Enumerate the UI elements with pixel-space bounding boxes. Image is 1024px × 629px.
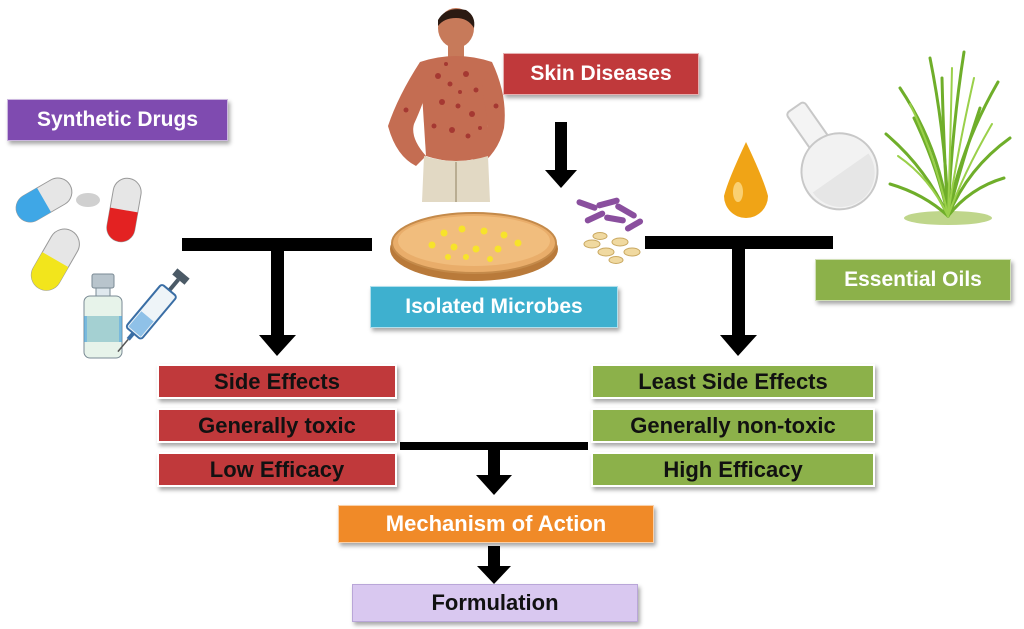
isolated-microbes-label: Isolated Microbes [370, 286, 618, 328]
syringe-icon [117, 268, 190, 353]
oil-effect-efficacy: High Efficacy [591, 452, 875, 487]
capsule-pills-icon [15, 177, 142, 291]
merge-arrowhead [476, 475, 512, 495]
right-t-bar [645, 236, 833, 249]
bacteria-icon [576, 197, 644, 264]
skin-diseases-label: Skin Diseases [503, 53, 699, 95]
right-arrow-shaft [732, 248, 745, 338]
merge-arrow-shaft [488, 449, 500, 477]
formulation-arrowhead [477, 566, 511, 584]
synthetic-effect-efficacy: Low Efficacy [157, 452, 397, 487]
synthetic-drugs-label: Synthetic Drugs [7, 99, 228, 141]
petri-dish-icon [390, 212, 558, 281]
person-with-skin-rash-icon [388, 8, 505, 202]
skin-to-microbes-arrowhead [545, 170, 577, 188]
formulation-arrow-shaft [488, 546, 500, 568]
oil-effect-toxicity: Generally non-toxic [591, 408, 875, 443]
oil-effect-side-effects: Least Side Effects [591, 364, 875, 399]
grass-plant-icon [884, 50, 1012, 225]
vial-icon [83, 273, 123, 359]
synthetic-effect-toxicity: Generally toxic [157, 408, 397, 443]
formulation-label: Formulation [352, 584, 638, 622]
right-arrowhead [720, 335, 757, 356]
left-arrowhead [259, 335, 296, 356]
synthetic-effect-side-effects: Side Effects [157, 364, 397, 399]
merge-bar [400, 442, 588, 450]
flask-icon [786, 101, 879, 211]
left-t-bar [182, 238, 372, 251]
essential-oils-label: Essential Oils [815, 259, 1011, 301]
left-arrow-shaft [271, 250, 284, 338]
mechanism-of-action-label: Mechanism of Action [338, 505, 654, 543]
oil-drop-icon [724, 142, 768, 218]
skin-to-microbes-arrow-shaft [555, 122, 567, 172]
